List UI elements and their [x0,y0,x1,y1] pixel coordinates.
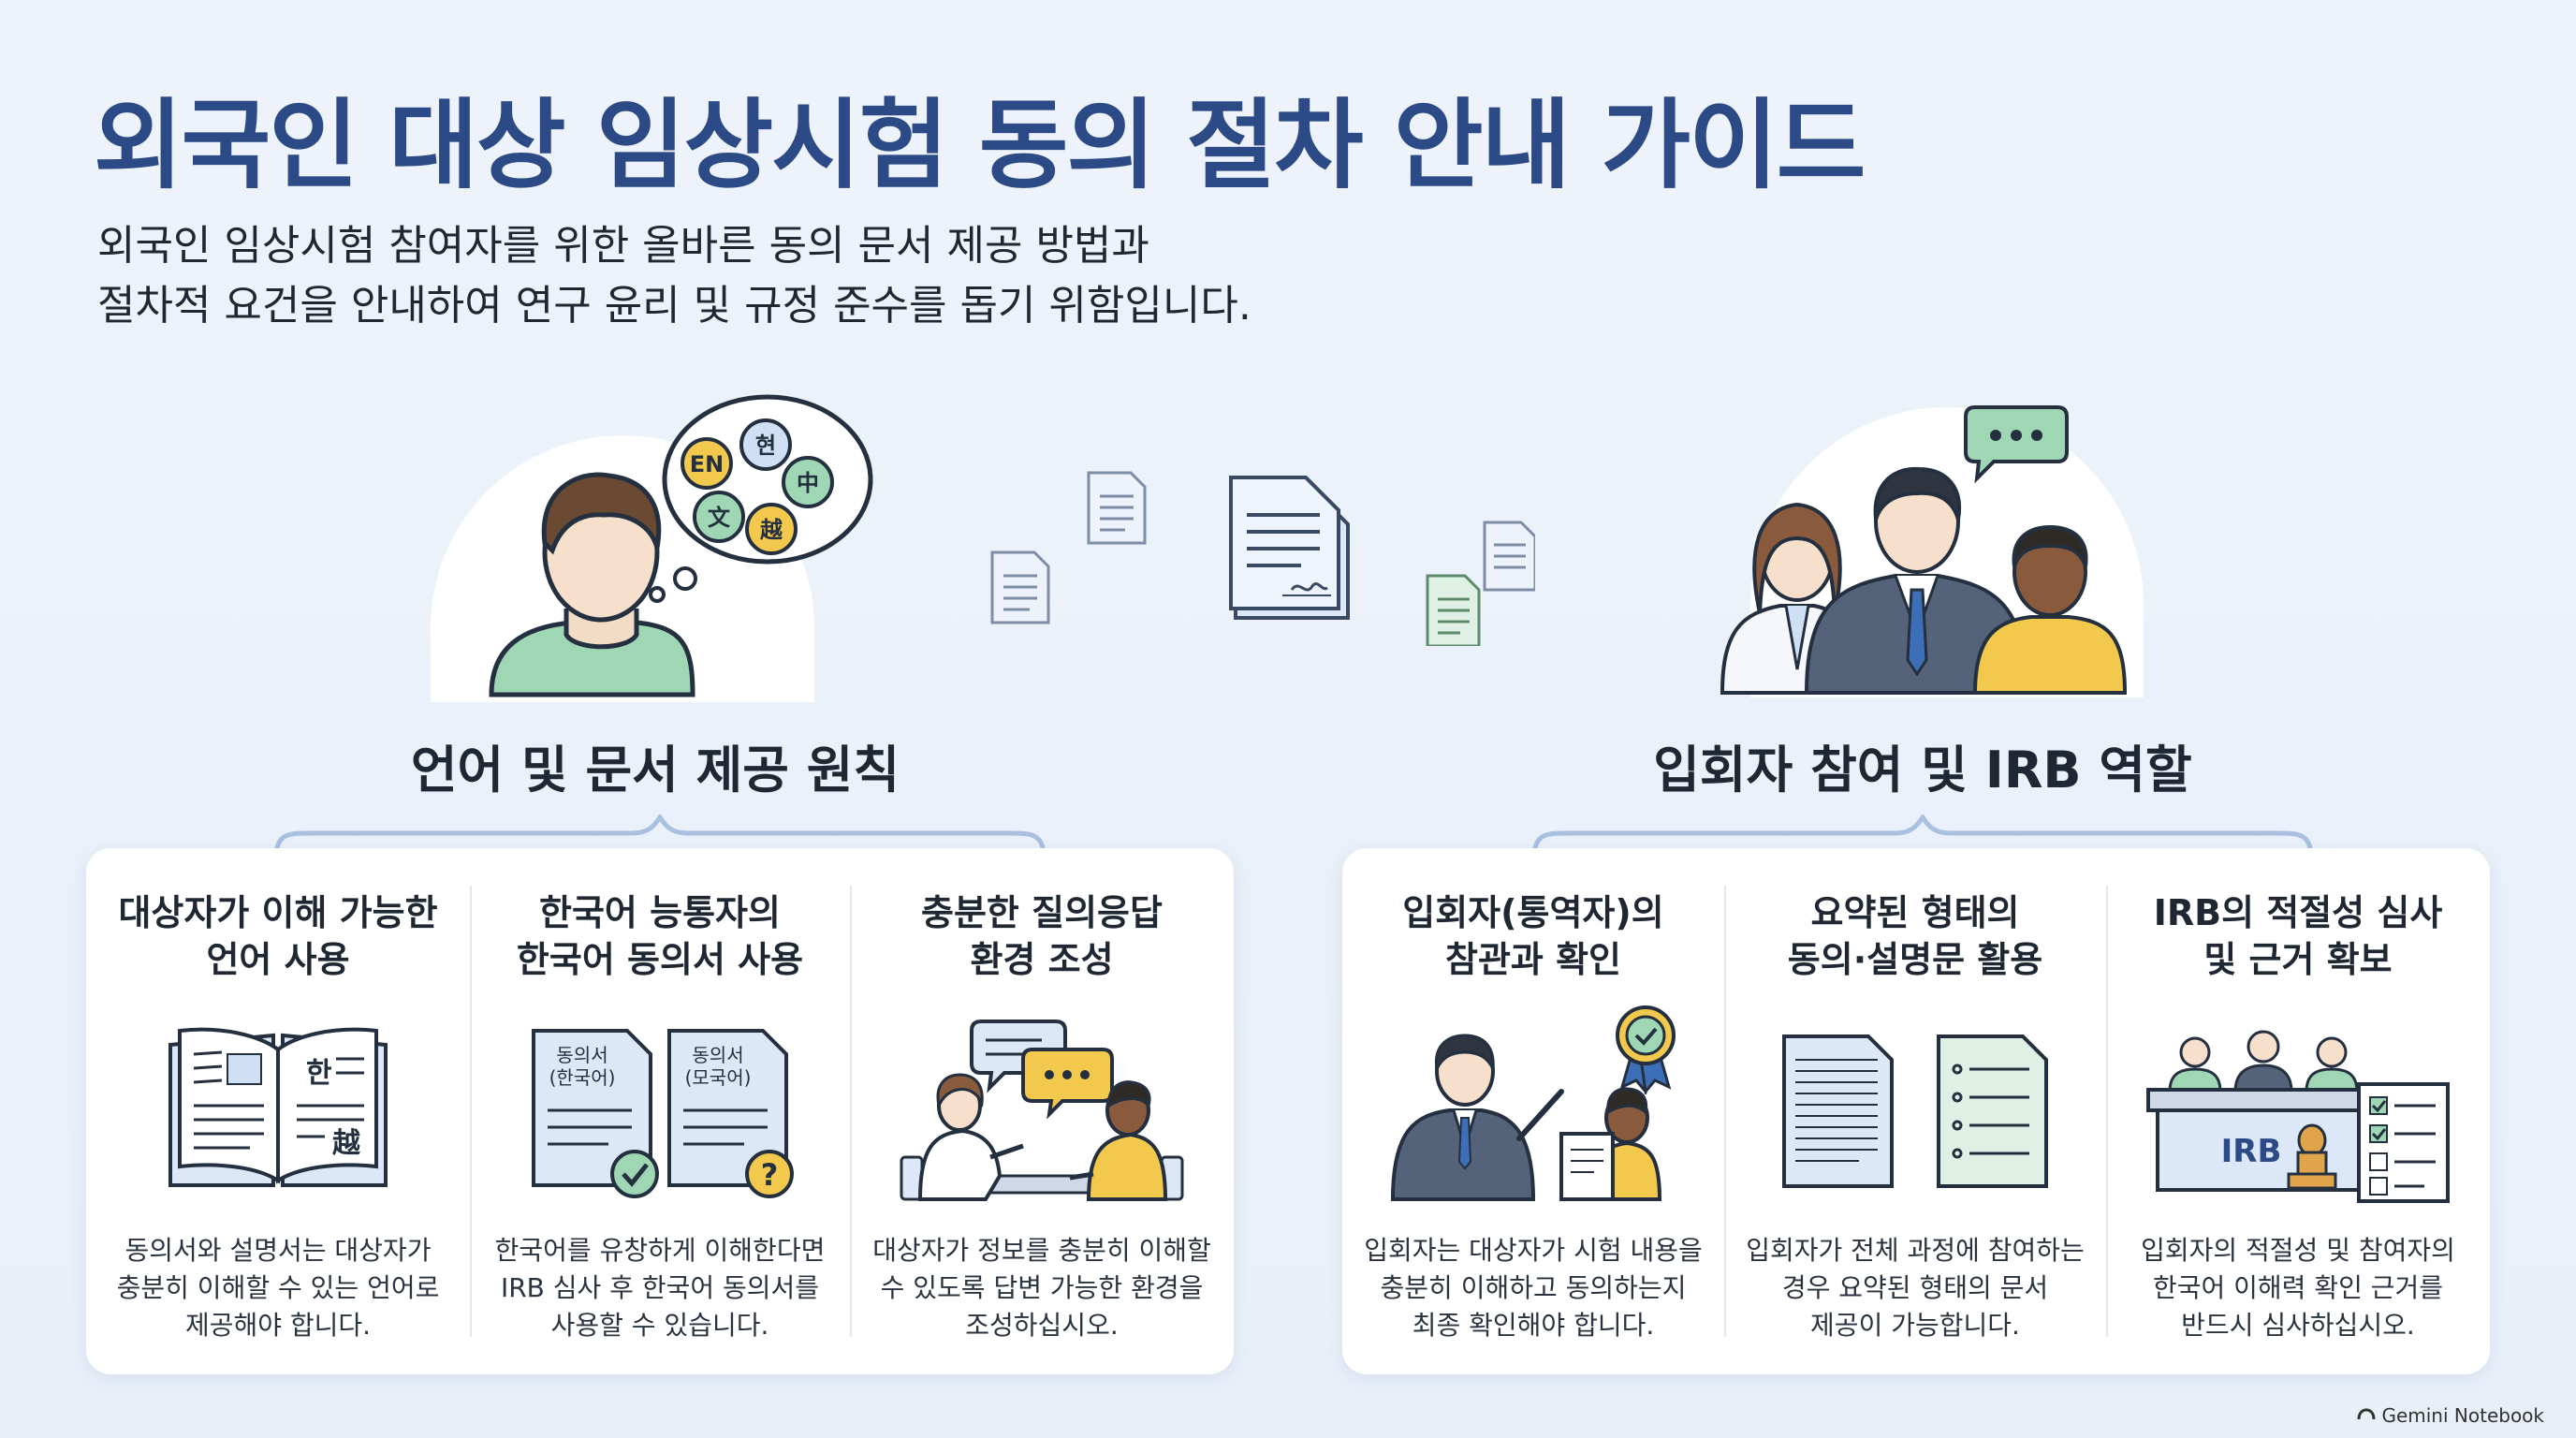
card-divider [1724,886,1726,1337]
document-icon [1087,471,1147,545]
consultation-icon [900,1020,1184,1201]
svg-text:현: 현 [755,433,776,459]
card-description: 입회자는 대상자가 시험 내용을 충분히 이해하고 동의하는지 최종 확인해야 … [1364,1235,1703,1341]
award-badge-icon [1616,1005,1676,1095]
card-description: 입회자의 적절성 및 참여자의 한국어 이해력 확인 근거를 반드시 심사하십시… [2141,1235,2455,1341]
irb-review-icon: IRB [2146,1030,2450,1203]
card-description: 한국어를 유창하게 이해한다면 IRB 심사 후 한국어 동의서를 사용할 수 … [494,1235,826,1341]
stamp-icon [2287,1123,2337,1190]
document-icon [1483,521,1535,592]
card-title: 대상자가 이해 가능한 언어 사용 [118,892,438,980]
checklist-icon [2357,1082,2450,1203]
card-title: IRB의 적절성 심사 및 근거 확보 [2153,892,2443,980]
page-subtitle-line-1: 외국인 임상시험 참여자를 위한 올바른 동의 문서 제공 방법과 [97,222,1149,270]
page-subtitle-line-2: 절차적 요건을 안내하여 연구 윤리 및 규정 준수를 돕기 위함입니다. [97,282,1251,330]
card-title: 충분한 질의응답 환경 조성 [921,892,1163,980]
card-korean-consent-form: 한국어 능통자의 한국어 동의서 사용 동의서 (한국어) 동의서 (모국어) … [470,848,850,1374]
card-description: 대상자가 정보를 충분히 이해할 수 있도록 답변 가능한 환경을 조성하십시오… [872,1235,1211,1341]
check-badge-icon [610,1150,659,1198]
language-bubble-en: EN [681,437,733,490]
language-bubble-vi: 越 [745,503,798,555]
witness-icon [1390,1005,1676,1201]
panel-language-principles: 대상자가 이해 가능한 언어 사용 한 越 동의서와 설명서는 대상자가 [86,848,1234,1374]
card-description: 입회자가 전체 과정에 참여하는 경우 요약된 형태의 문서 제공이 가능합니다… [1746,1235,2085,1341]
language-bubble-wen: 文 [693,491,745,543]
card-divider [850,886,852,1337]
svg-text:(한국어): (한국어) [549,1066,616,1089]
svg-text:(모국어): (모국어) [685,1066,752,1089]
card-title: 한국어 능통자의 한국어 동의서 사용 [516,892,804,980]
card-title: 입회자(통역자)의 참관과 확인 [1402,892,1664,980]
card-summary-documents: 요약된 형태의 동의·설명문 활용 입회자가 전체 과정에 참여하는 경우 요 [1724,848,2106,1374]
svg-text:동의서: 동의서 [556,1044,607,1066]
svg-text:EN: EN [690,451,724,477]
card-divider [470,886,472,1337]
card-title: 요약된 형태의 동의·설명문 활용 [1787,892,2043,980]
card-description: 동의서와 설명서는 대상자가 충분히 이해할 수 있는 언어로 제공해야 합니다… [116,1235,440,1341]
section-brace-right [1531,814,2314,858]
svg-text:동의서: 동의서 [692,1044,743,1066]
card-qa-environment: 충분한 질의응답 환경 조성 대상자가 정보를 충분히 이해할 수 있도록 답변… [850,848,1234,1374]
chat-bubble-icon [1964,405,2069,484]
brand-label: Gemini Notebook [2381,1404,2544,1427]
summary-documents-icon [1782,1034,2048,1188]
card-understandable-language: 대상자가 이해 가능한 언어 사용 한 越 동의서와 설명서는 대상자가 [86,848,470,1374]
card-divider [2106,886,2108,1337]
language-bubble-zh: 中 [782,456,834,508]
svg-text:한: 한 [306,1057,332,1090]
svg-text:中: 中 [797,470,819,496]
svg-text:文: 文 [708,505,731,531]
question-badge-icon: ? [745,1150,794,1198]
gemini-logo-icon [2357,1408,2376,1420]
card-irb-review: IRB의 적절성 심사 및 근거 확보 IRB [2106,848,2490,1374]
brand-watermark: Gemini Notebook [2357,1404,2544,1427]
svg-text:?: ? [761,1157,779,1193]
consent-forms-icon: 동의서 (한국어) 동의서 (모국어) ? [532,1029,794,1198]
signed-contract-icon [1229,476,1350,620]
svg-text:IRB: IRB [2221,1133,2282,1170]
svg-text:越: 越 [332,1127,361,1160]
section-title-witness-irb: 입회자 참여 및 IRB 역할 [1653,741,2192,800]
page-title: 외국인 대상 임상시험 동의 절차 안내 가이드 [94,88,1866,202]
section-brace-left [273,814,1046,858]
section-title-language: 언어 및 문서 제공 원칙 [410,741,900,800]
floating-documents-illustration [990,471,1535,646]
document-icon [1426,574,1481,646]
panel-witness-irb: 입회자(통역자)의 참관과 확인 입 [1342,848,2490,1374]
language-bubble-ko: 현 [739,418,792,471]
witness-team-illustration [1720,405,2144,697]
open-book-icon: 한 越 [168,1027,388,1187]
svg-text:越: 越 [760,517,783,543]
document-icon [990,550,1050,624]
foreign-participant-illustration: EN 현 中 文 越 [431,394,873,702]
card-witness-observation: 입회자(통역자)의 참관과 확인 입 [1342,848,1724,1374]
